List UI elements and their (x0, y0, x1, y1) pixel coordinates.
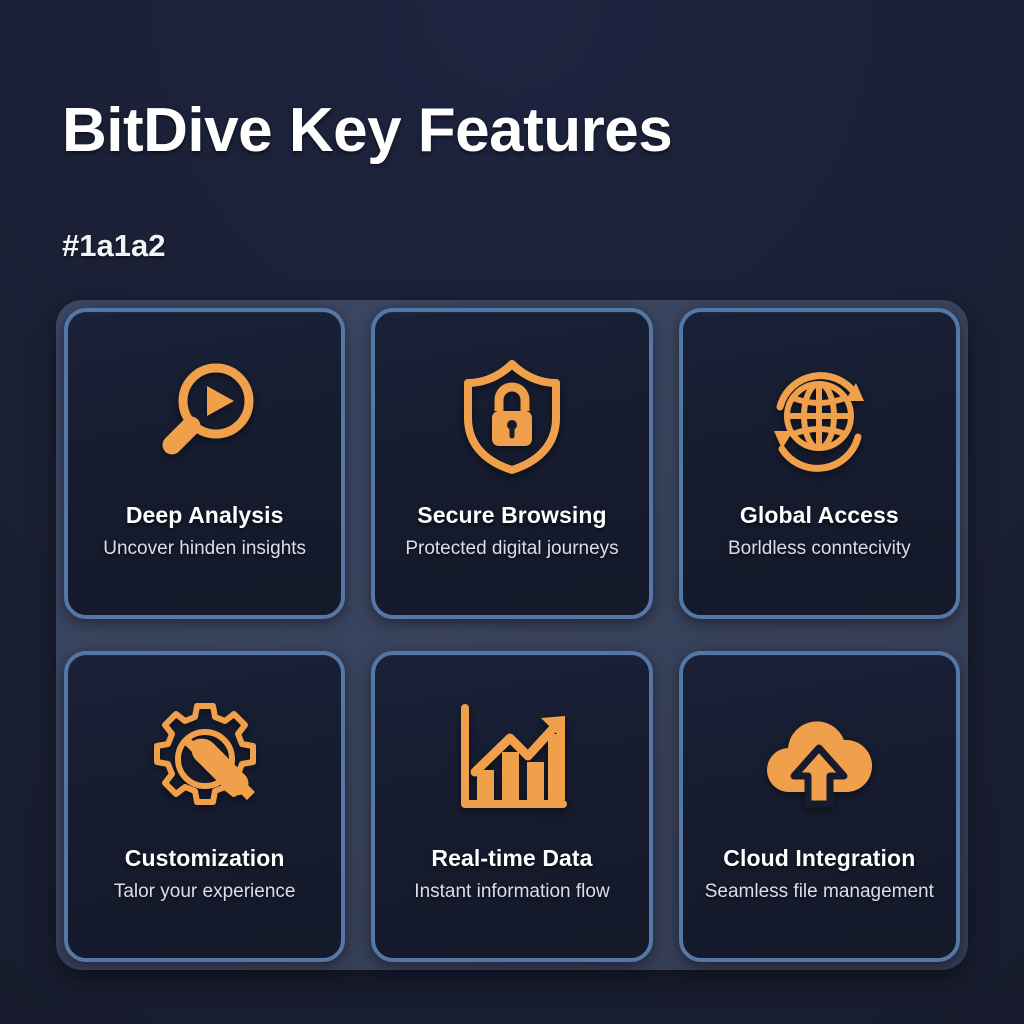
cloud-upload-icon (755, 699, 883, 819)
feature-card-deep-analysis[interactable]: Deep Analysis Uncover hinden insights (64, 308, 346, 619)
feature-title: Real-time Data (431, 845, 593, 871)
feature-title: Customization (124, 845, 285, 871)
feature-title: Secure Browsing (417, 502, 607, 528)
feature-description: Seamless file management (704, 881, 934, 902)
feature-description: Instant information flow (414, 881, 610, 902)
page-title: BitDive Key Features (62, 96, 673, 165)
bar-chart-arrow-icon (448, 699, 576, 819)
feature-description: Uncover hinden insights (103, 538, 307, 559)
feature-card-secure-browsing[interactable]: Secure Browsing Protected digital journe… (371, 308, 653, 619)
feature-card-customization[interactable]: Customization Talor your experience (64, 651, 346, 962)
feature-card-global-access[interactable]: Global Access Borldless conntecivity (678, 308, 960, 619)
shield-lock-icon (448, 356, 576, 476)
feature-description: Talor your experience (113, 881, 296, 902)
feature-title: Global Access (739, 502, 899, 528)
feature-grid: Deep Analysis Uncover hinden insights Se… (64, 308, 960, 962)
gear-wrench-icon (141, 699, 269, 819)
page-subtitle-color-code: #1a1a2 (62, 228, 166, 263)
globe-sync-icon (755, 356, 883, 476)
feature-title: Deep Analysis (125, 502, 284, 528)
feature-panel: Deep Analysis Uncover hinden insights Se… (56, 300, 968, 970)
feature-description: Borldless conntecivity (727, 538, 911, 559)
feature-title: Cloud Integration (723, 845, 916, 871)
feature-description: Protected digital journeys (405, 538, 619, 559)
feature-card-real-time-data[interactable]: Real-time Data Instant information flow (371, 651, 653, 962)
feature-card-cloud-integration[interactable]: Cloud Integration Seamless file manageme… (678, 651, 960, 962)
magnifier-play-icon (141, 356, 269, 476)
